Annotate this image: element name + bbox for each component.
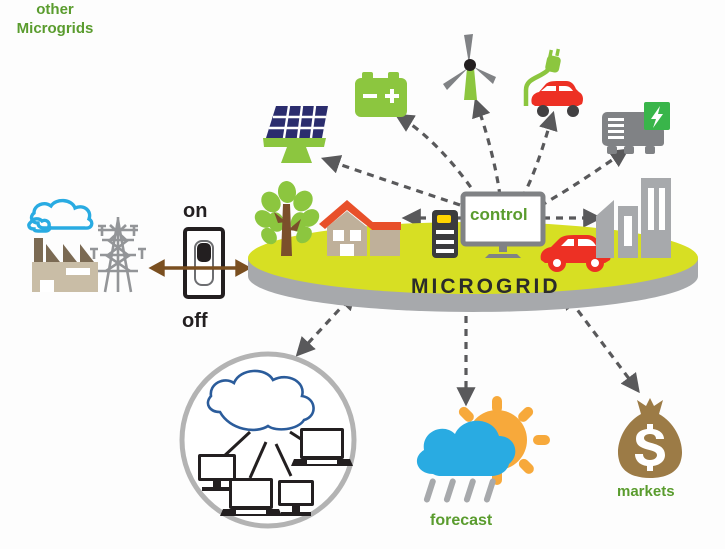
server-rack-icon: [432, 210, 458, 258]
cloud-label-line1: other: [36, 1, 74, 18]
solar-panel-icon: [258, 98, 336, 164]
city-buildings-icon: [596, 172, 674, 258]
cloud-label-line2: Microgrids: [16, 20, 94, 37]
weather-forecast-icon: [411, 396, 551, 508]
house-icon: [313, 196, 405, 258]
wind-turbine-icon: [442, 32, 498, 100]
ev-charging-icon: [518, 48, 584, 118]
markets-label: markets: [617, 483, 675, 500]
grid-exchange-arrow: [148, 259, 252, 277]
utility-grid-group: [20, 195, 180, 300]
tree-icon: [254, 181, 320, 258]
switch-on-label: on: [183, 200, 208, 222]
battery-icon: [354, 70, 408, 118]
light-switch-icon[interactable]: [183, 227, 225, 299]
switch-off-label: off: [182, 310, 208, 332]
other-microgrids-label: other Microgrids: [0, 0, 110, 38]
factory-icon: [27, 198, 146, 293]
other-microgrids-group: [178, 350, 358, 530]
generator-icon: [602, 100, 670, 160]
control-label: control: [470, 205, 528, 224]
electric-car-icon: [537, 234, 613, 274]
control-monitor-icon[interactable]: [460, 191, 546, 258]
grid-connection-switch[interactable]: [183, 227, 225, 299]
platform-title: MICROGRID: [411, 275, 561, 298]
money-bag-icon: [615, 398, 685, 480]
forecast-label: forecast: [430, 512, 493, 529]
